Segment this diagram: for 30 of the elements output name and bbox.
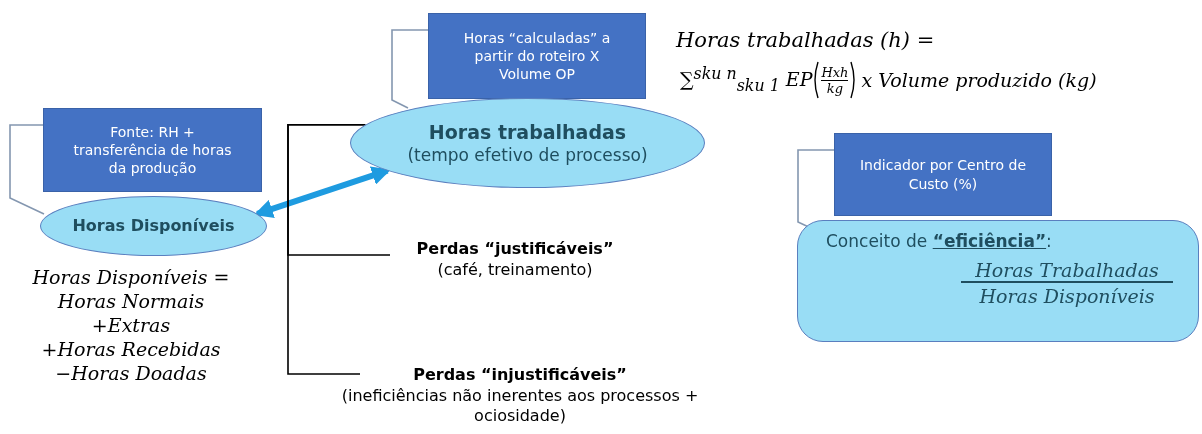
fraction-denominator: kg	[826, 80, 844, 96]
category-description: (café, treinamento)	[437, 260, 593, 281]
note-text: Horas “calculadas” a partir do roteiro X Volume OP	[462, 28, 612, 84]
fraction-numerator: Horas Trabalhadas	[975, 259, 1159, 281]
formula-text: Horas Normais	[57, 289, 205, 313]
label-box	[834, 133, 1052, 216]
node-title: Horas Disponíveis	[72, 215, 235, 237]
leader-line	[9, 124, 45, 215]
formula-text: Horas Disponíveis =	[32, 265, 230, 289]
concept-text: Conceito de “eficiência”:	[826, 231, 1053, 251]
node-subtitle: (tempo efetivo de processo)	[407, 144, 648, 167]
label-box	[43, 108, 262, 192]
formula-text: +Extras	[91, 313, 171, 337]
formula-text: x Volume produzido (kg)	[861, 69, 1097, 91]
formula-text: Horas trabalhadas (h) =	[676, 28, 935, 52]
node-title: Horas trabalhadas	[428, 119, 627, 145]
category-title: Perdas “justificáveis”	[416, 239, 614, 260]
fraction-denominator: Horas Disponíveis	[979, 284, 1155, 307]
rounded-box	[797, 220, 1199, 342]
category-description: (ineficiências não inerentes aos processos + ociosidade)	[340, 385, 700, 428]
note-text: Indicador por Centro de Custo (%)	[859, 156, 1027, 193]
leader-line	[391, 29, 429, 109]
label-box	[428, 13, 646, 99]
category-title: Perdas “injustificáveis”	[413, 364, 627, 386]
connector-line	[287, 123, 367, 375]
formula-text: +Horas Recebidas	[41, 337, 221, 361]
note-text: Fonte: RH + transferência de horas da produção	[72, 122, 233, 178]
formula-text: ∑$^{sku n}$$_{sku 1}$ EP	[680, 64, 813, 96]
formula-text: −Horas Doadas	[55, 361, 207, 385]
fraction-numerator: Hxh	[821, 64, 849, 80]
